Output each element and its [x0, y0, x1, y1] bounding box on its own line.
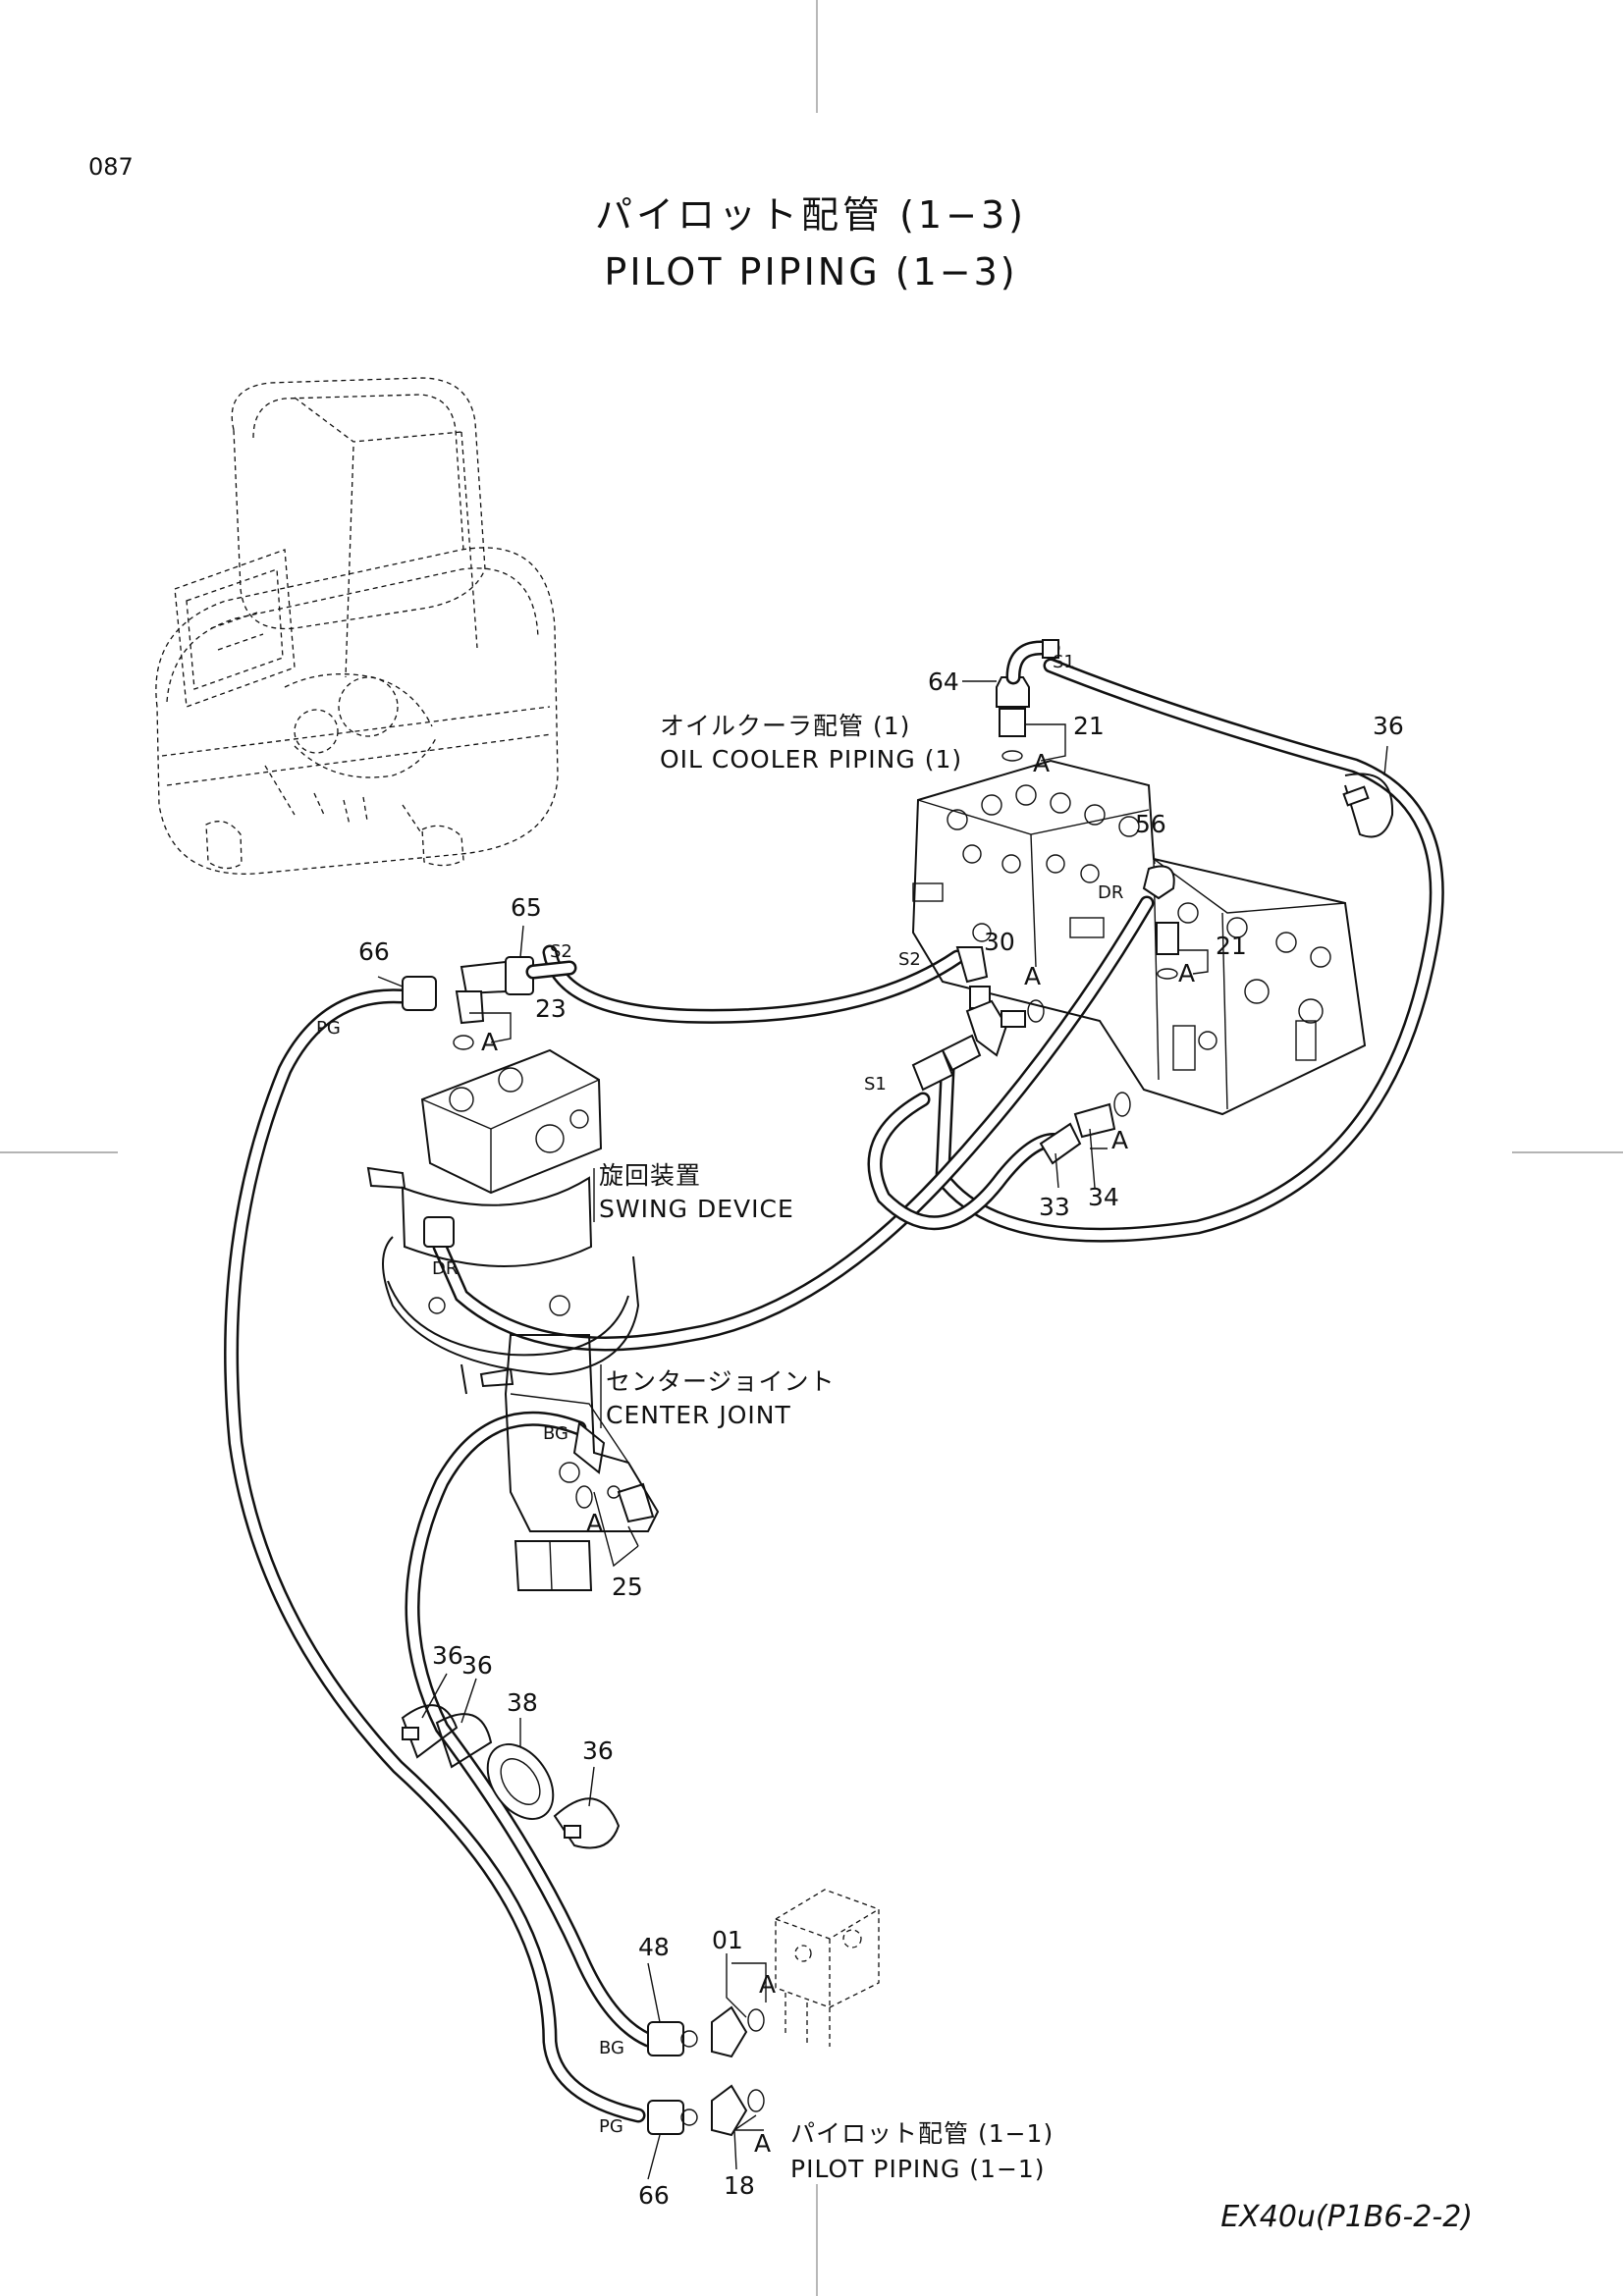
- assembly-callouts: オイルクーラ配管 (1) OIL COOLER PIPING (1) 旋回装置 …: [593, 712, 1054, 2183]
- pilot-valve-illustration: [775, 1889, 880, 2047]
- center-joint-illustration: [479, 1334, 660, 1591]
- part-number-01: 01: [712, 1926, 743, 1954]
- oring-marker-a8: A: [754, 2129, 771, 2158]
- fittings: [401, 639, 1394, 2137]
- part-number-33: 33: [1039, 1193, 1070, 1221]
- center-joint-label-en: CENTER JOINT: [606, 1401, 791, 1429]
- port-label-dr-swing: DR: [432, 1258, 458, 1279]
- part-number-labels: 64 21 36 56 21 30 65 66 23 33 34 25 36 3…: [358, 667, 1404, 2210]
- port-label-bg-bottom: BG: [599, 2038, 624, 2058]
- part-number-36-b: 36: [461, 1651, 493, 1680]
- oil-cooler-piping-label-jp: オイルクーラ配管 (1): [660, 712, 910, 740]
- port-label-s1-top: S1: [1053, 652, 1075, 672]
- swing-device-label-en: SWING DEVICE: [599, 1195, 794, 1223]
- pilot-piping-ref-label-jp: パイロット配管 (1−1): [790, 2119, 1054, 2148]
- swing-device-illustration: [366, 1048, 640, 1395]
- part-number-18: 18: [724, 2171, 755, 2200]
- oring-marker-a1: A: [1033, 749, 1050, 777]
- port-label-bg-center: BG: [543, 1423, 568, 1444]
- valve-spools: [912, 784, 1331, 1071]
- port-label-dr-right: DR: [1098, 882, 1123, 903]
- swing-device-label-jp: 旋回装置: [599, 1161, 701, 1190]
- part-number-23: 23: [535, 994, 567, 1023]
- port-label-s2-left: S2: [550, 941, 572, 962]
- page-number: 087: [88, 153, 134, 181]
- part-number-66-bottom: 66: [638, 2181, 670, 2210]
- part-number-34: 34: [1088, 1183, 1119, 1211]
- part-number-64: 64: [928, 667, 959, 696]
- drawing-reference-code: EX40u(P1B6-2-2): [1220, 2200, 1473, 2234]
- leader-lines: [377, 680, 1388, 2180]
- port-label-pg-top: PG: [316, 1018, 341, 1039]
- oring-marker-a5: A: [481, 1028, 498, 1056]
- part-number-38: 38: [507, 1688, 538, 1717]
- oring-marker-a2: A: [1178, 959, 1195, 988]
- part-number-48: 48: [638, 1933, 670, 1961]
- part-number-36-a: 36: [432, 1641, 463, 1670]
- port-label-pg-bottom: PG: [599, 2116, 623, 2137]
- pilot-hoses: [224, 658, 1444, 2123]
- part-number-66-top: 66: [358, 937, 390, 966]
- port-labels: S1 S2 S2 S1 DR PG DR BG BG PG: [316, 652, 1123, 2137]
- center-joint-label-jp: センタージョイント: [606, 1367, 836, 1396]
- oil-cooler-piping-label-en: OIL COOLER PIPING (1): [660, 745, 962, 774]
- oring-marker-a7: A: [759, 1970, 776, 1999]
- port-label-s2-right: S2: [898, 949, 921, 970]
- excavator-overview-illustration: [155, 377, 559, 875]
- pilot-piping-ref-label-en: PILOT PIPING (1−1): [790, 2155, 1046, 2183]
- title-jp: パイロット配管 (1−3): [595, 193, 1027, 237]
- part-number-21-right: 21: [1216, 932, 1247, 960]
- part-number-36-c: 36: [582, 1736, 614, 1765]
- part-number-36-top: 36: [1373, 712, 1404, 740]
- part-number-21-top: 21: [1073, 712, 1105, 740]
- part-number-30: 30: [984, 928, 1015, 956]
- control-valve-block: [911, 759, 1367, 1116]
- oring-markers: A A A A A A A A: [481, 749, 1195, 2158]
- oring-marker-a6: A: [586, 1509, 603, 1537]
- title-en: PILOT PIPING (1−3): [604, 250, 1017, 294]
- part-number-56: 56: [1135, 810, 1166, 838]
- part-number-65: 65: [511, 893, 542, 922]
- part-number-25: 25: [612, 1573, 643, 1601]
- oring-marker-a3: A: [1024, 962, 1041, 990]
- port-label-s1-left: S1: [864, 1074, 887, 1095]
- oring-marker-a4: A: [1111, 1126, 1128, 1154]
